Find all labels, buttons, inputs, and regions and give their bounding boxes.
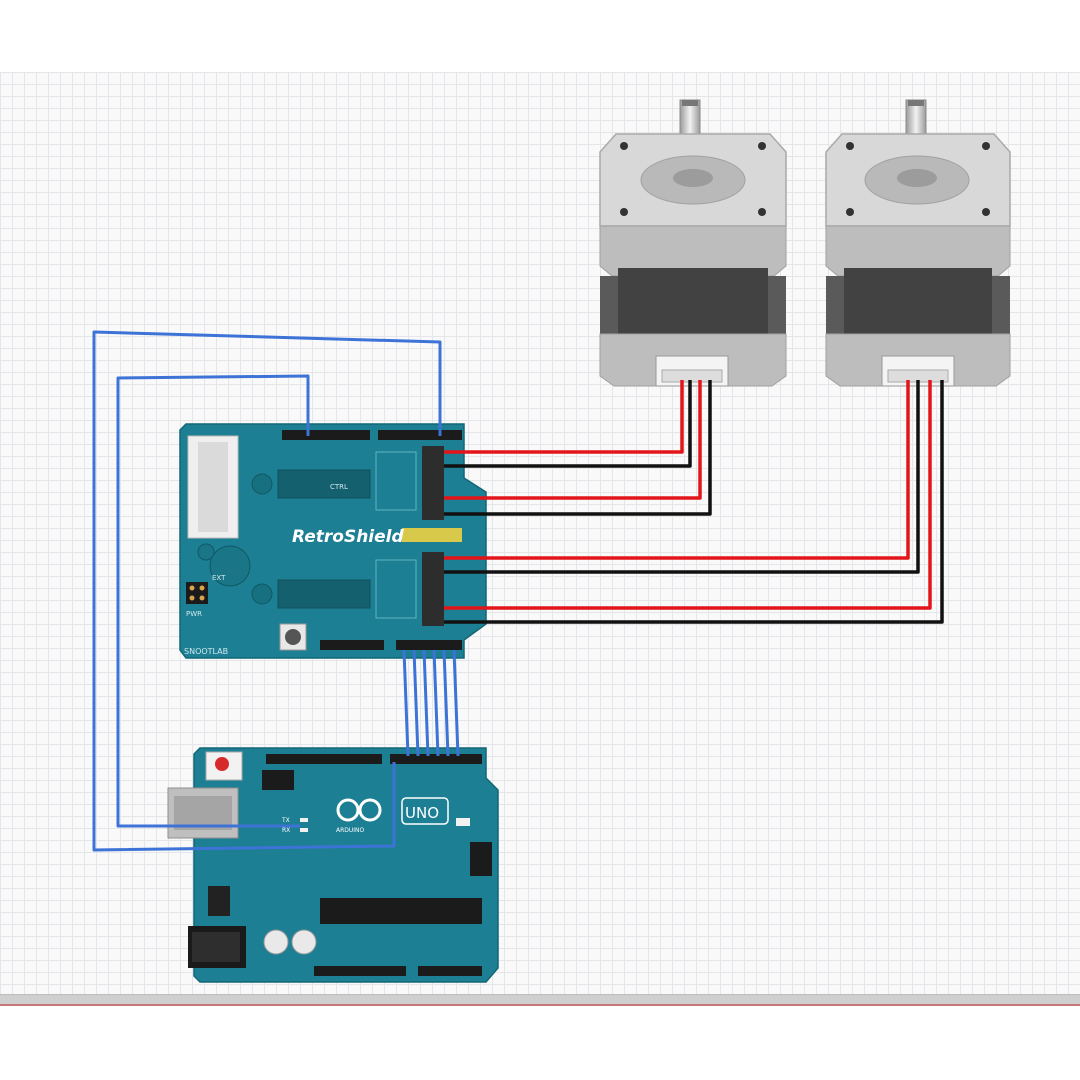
wire-bus-2[interactable]: [412, 649, 420, 757]
wire-inner-loop[interactable]: [116, 374, 310, 828]
shield-logo-label: SNOOTLAB: [184, 647, 228, 656]
motor2-wire-black-b[interactable]: [444, 380, 944, 624]
uno-rx-label: RX: [282, 827, 290, 834]
motor2-wire-red-a[interactable]: [444, 380, 910, 560]
canvas-bottom-edge: [0, 994, 1080, 1005]
arduino-logo-icon: [336, 798, 382, 822]
motor-1-wires[interactable]: [444, 380, 712, 516]
motor2-wire-red-b[interactable]: [444, 380, 932, 610]
wire-bus-6[interactable]: [452, 649, 460, 757]
motor1-wire-black-b[interactable]: [444, 380, 712, 516]
wire-bus-4[interactable]: [432, 649, 440, 757]
canvas-bottom-accent: [0, 1004, 1080, 1006]
shield-brand-label: RetroShield: [292, 527, 404, 547]
motor1-wire-red-a[interactable]: [444, 380, 684, 454]
uno-brand-label: ARDUINO: [336, 827, 365, 834]
stepper-motor-icon: [825, 99, 1011, 387]
wire-bus-3[interactable]: [422, 649, 430, 757]
motor-shield[interactable]: RetroShield SNOOTLAB CTRL PWR EXT: [179, 423, 487, 659]
uno-tx-label: TX: [281, 817, 290, 824]
wire-outer-loop[interactable]: [92, 330, 442, 852]
motor-2-wires[interactable]: [444, 380, 944, 624]
arduino-uno-icon: [167, 747, 499, 983]
uno-model-label: UNO: [405, 804, 439, 822]
stepper-motor-2[interactable]: [825, 99, 1011, 387]
blue-wires[interactable]: [92, 330, 460, 852]
stepper-motor-icon: [599, 99, 787, 387]
wire-bus-1[interactable]: [402, 649, 410, 757]
motor1-wire-black-a[interactable]: [444, 380, 692, 468]
shield-ext-label: EXT: [212, 574, 226, 582]
wire-bus-5[interactable]: [442, 649, 450, 757]
motor-shield-icon: [179, 423, 487, 659]
shield-pwr-label: PWR: [186, 610, 202, 618]
stepper-motor-1[interactable]: [599, 99, 787, 387]
arduino-uno[interactable]: UNO ARDUINO TX RX: [167, 747, 499, 983]
motor1-wire-red-b[interactable]: [444, 380, 702, 500]
shield-ctrl-label: CTRL: [330, 483, 348, 491]
motor2-wire-black-a[interactable]: [444, 380, 920, 574]
